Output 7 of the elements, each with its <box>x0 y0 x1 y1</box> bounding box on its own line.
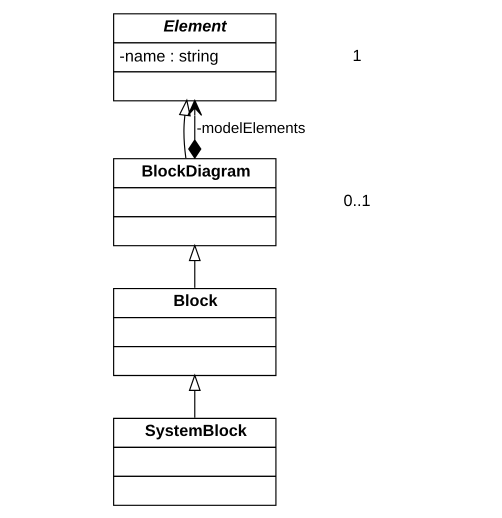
edge-label: -modelElements <box>196 120 306 138</box>
arrow <box>187 100 202 160</box>
label: 0..1 <box>344 192 371 210</box>
label: 1 <box>352 47 362 66</box>
arrow <box>188 374 201 418</box>
arrow <box>178 98 191 158</box>
arrow <box>188 244 201 288</box>
